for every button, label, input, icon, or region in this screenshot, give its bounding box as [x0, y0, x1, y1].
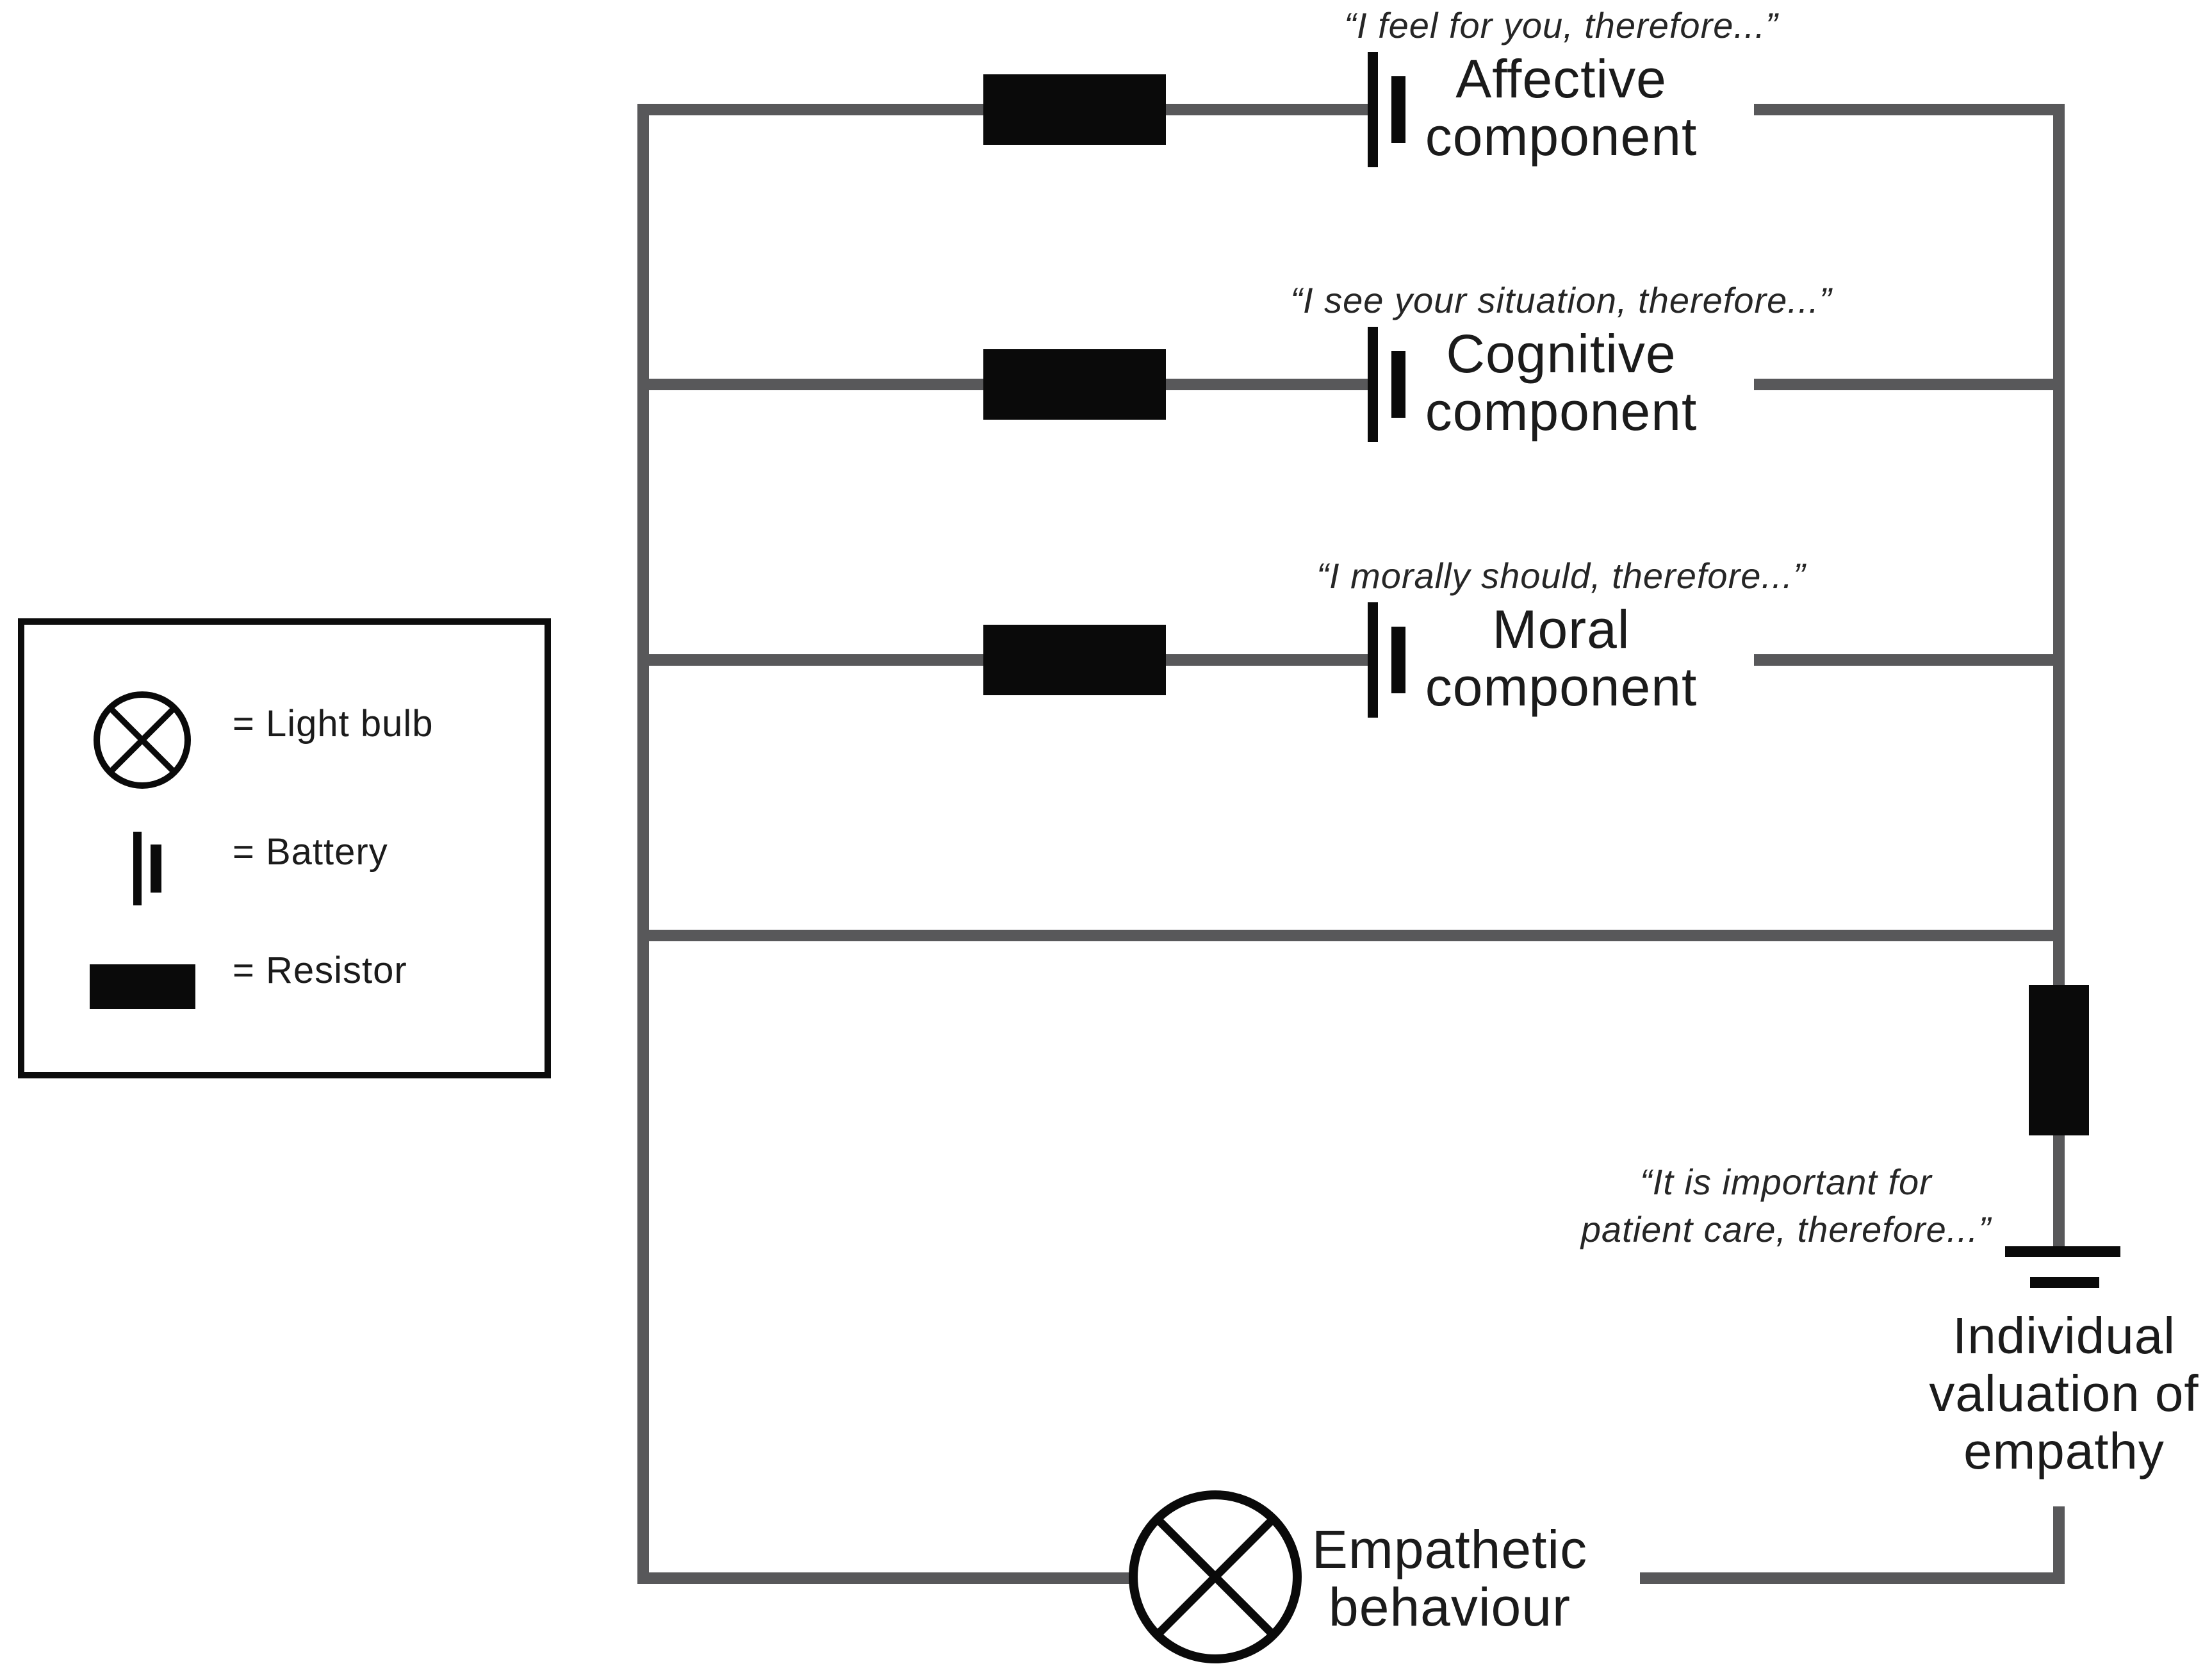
moral-battery-long-plate [1368, 602, 1378, 718]
affective-resistor-symbol [983, 74, 1166, 145]
cognitive-battery-short-plate [1391, 351, 1405, 418]
output-wire-left [637, 1572, 1130, 1584]
valuation-quote-line1: “It is important for [1640, 1162, 1932, 1202]
valuation-label-line1: Individual [1952, 1307, 2175, 1364]
cognitive-resistor-symbol [983, 349, 1166, 420]
legend-box: = Light bulb = Battery = Resistor [18, 618, 551, 1078]
output-label-line1: Empathetic [1311, 1519, 1588, 1579]
moral-label-line1: Moral [1492, 599, 1630, 659]
plain-branch-wire [637, 930, 2065, 941]
moral-label-line2: component [1425, 657, 1698, 717]
valuation-wire-mid [2053, 1135, 2065, 1248]
cognitive-quote: “I see your situation, therefore...” [1290, 280, 1832, 320]
right-bus-wire-upper [2053, 104, 2065, 985]
affective-wire-left [637, 104, 983, 115]
valuation-terminal-long-bar [2005, 1246, 2120, 1257]
legend-label-light-bulb: = Light bulb [233, 703, 434, 745]
cognitive-wire-left [637, 379, 983, 390]
affective-label: Affective component [1305, 50, 1817, 165]
cognitive-label-line1: Cognitive [1446, 324, 1676, 384]
valuation-terminal-short-bar [2030, 1277, 2099, 1288]
cognitive-wire-mid [1166, 379, 1371, 390]
moral-battery-short-plate [1391, 627, 1405, 693]
valuation-quote-line2: patient care, therefore...” [1580, 1209, 1992, 1249]
legend-battery-short-plate [151, 845, 161, 893]
moral-wire-left [637, 654, 983, 666]
cognitive-battery-long-plate [1368, 327, 1378, 442]
output-label: Empathetic behaviour [1225, 1521, 1674, 1636]
legend-light-bulb-icon [94, 691, 191, 789]
output-wire-right [1640, 1572, 2065, 1584]
legend-label-battery: = Battery [233, 831, 388, 873]
affective-battery-short-plate [1391, 76, 1405, 143]
legend-resistor-icon [90, 964, 195, 1009]
right-bus-wire-lower [2053, 1506, 2065, 1584]
cognitive-label-line2: component [1425, 381, 1698, 441]
moral-quote: “I morally should, therefore...” [1316, 556, 1806, 596]
valuation-resistor-symbol [2029, 985, 2089, 1135]
valuation-quote: “It is important for patient care, there… [1402, 1158, 2170, 1253]
affective-battery-long-plate [1368, 52, 1378, 167]
affective-quote: “I feel for you, therefore...” [1344, 5, 1778, 45]
affective-label-line2: component [1425, 106, 1698, 167]
valuation-label-line2: valuation of [1929, 1365, 2199, 1422]
affective-wire-right [1754, 104, 2065, 115]
moral-wire-mid [1166, 654, 1371, 666]
cognitive-label: Cognitive component [1305, 325, 1817, 440]
moral-resistor-symbol [983, 625, 1166, 695]
output-label-line2: behaviour [1329, 1577, 1571, 1637]
valuation-label: Individual valuation of empathy [1872, 1307, 2212, 1480]
affective-label-line1: Affective [1455, 49, 1667, 109]
legend-battery-long-plate [133, 832, 142, 905]
light-bulb-icon [1129, 1490, 1302, 1663]
left-bus-wire [637, 104, 649, 1584]
affective-wire-mid [1166, 104, 1371, 115]
moral-label: Moral component [1305, 600, 1817, 716]
legend-label-resistor: = Resistor [233, 950, 407, 991]
cognitive-wire-right [1754, 379, 2065, 390]
moral-wire-right [1754, 654, 2065, 666]
valuation-label-line3: empathy [1963, 1422, 2165, 1479]
